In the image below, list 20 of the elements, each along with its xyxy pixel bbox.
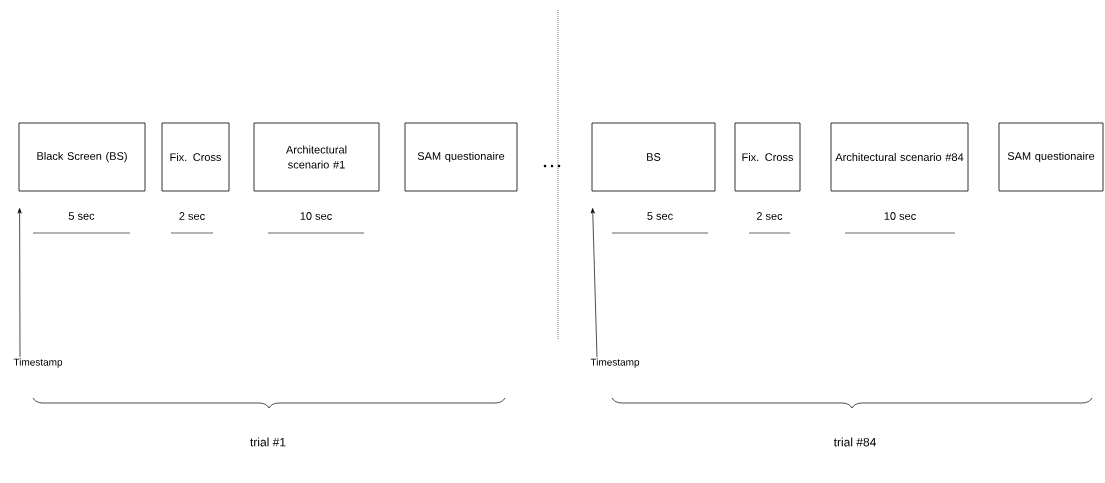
trial-label: trial #84 bbox=[833, 437, 876, 447]
stage-box: Fix. Cross bbox=[161, 122, 230, 192]
stage-box: BS bbox=[591, 122, 716, 192]
trial-label: trial #1 bbox=[250, 437, 286, 447]
stage-box: SAM questionaire bbox=[404, 122, 518, 192]
duration-label: 2 sec bbox=[179, 212, 205, 220]
stage-box: Black Screen (BS) bbox=[18, 122, 146, 192]
duration-label: 5 sec bbox=[68, 212, 95, 220]
stage-box: SAM questionaire bbox=[998, 122, 1104, 192]
stage-box: Architectural scenario #1 bbox=[253, 122, 380, 192]
arrow bbox=[17, 208, 22, 358]
duration-label: 5 sec bbox=[647, 212, 673, 220]
duration-label: 10 sec bbox=[884, 212, 916, 220]
duration-label: 2 sec bbox=[756, 212, 783, 220]
duration-label: 10 sec bbox=[300, 212, 332, 220]
timestamp-label: Timestamp bbox=[590, 358, 640, 368]
stage-box: Fix. Cross bbox=[734, 122, 801, 192]
arrow bbox=[590, 208, 598, 358]
stage-box: Architectural scenario #84 bbox=[830, 122, 969, 192]
timestamp-label: Timestamp bbox=[13, 358, 63, 368]
